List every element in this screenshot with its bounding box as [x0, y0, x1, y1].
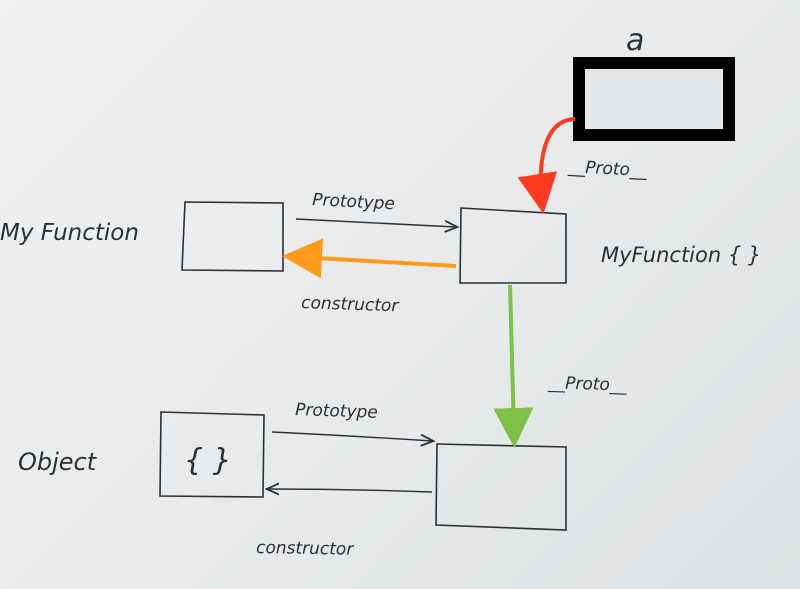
my-function-box: [181, 201, 284, 272]
proto-chain-label: __Proto__: [547, 373, 628, 396]
object-box: [159, 411, 265, 498]
my-function-label: My Function: [0, 220, 139, 246]
prototype-arrow-bottom: [271, 431, 432, 441]
prototype-label-bottom: Prototype: [295, 400, 378, 423]
proto-instance-arrow: [517, 117, 576, 214]
instance-label: a: [626, 23, 644, 58]
prototype-label-top: Prototype: [312, 190, 396, 214]
constructor-arrow-bottom: [268, 489, 433, 492]
my-function-prototype-box: [459, 207, 567, 284]
object-label: Object: [18, 448, 98, 476]
object-body-label: { }: [184, 443, 232, 478]
constructor-arrow-top: [282, 238, 457, 279]
instance-box: [573, 57, 735, 141]
prototype-arrow-top: [295, 218, 456, 227]
proto-chain-arrow: [493, 284, 534, 448]
proto-instance-label: __Proto__: [567, 157, 648, 181]
constructor-label-bottom: constructor: [256, 538, 355, 560]
object-prototype-box: [435, 443, 567, 531]
my-function-prototype-label: MyFunction { }: [601, 243, 761, 267]
constructor-label-top: constructor: [301, 293, 400, 316]
